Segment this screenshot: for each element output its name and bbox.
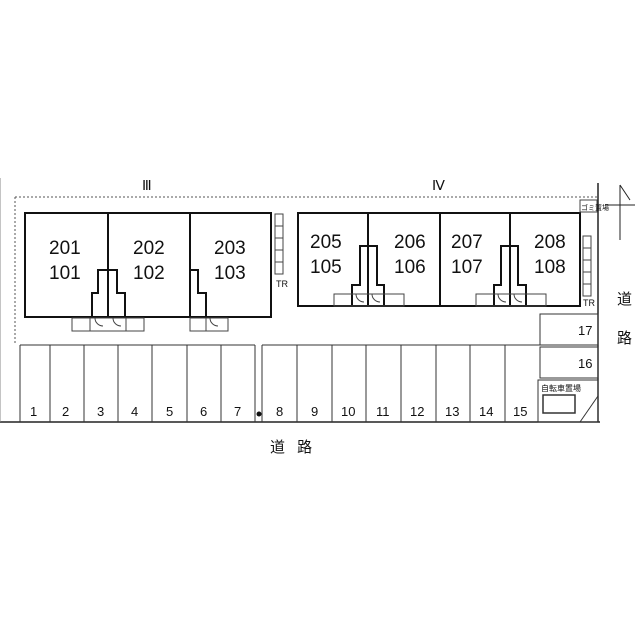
transformer-iv (582, 235, 592, 297)
stall-14: 14 (479, 404, 493, 419)
room-105: 105 (310, 257, 342, 278)
stall-11: 11 (376, 404, 390, 419)
stall-6: 6 (200, 404, 207, 419)
stall-9: 9 (311, 404, 318, 419)
north-arrow-icon (605, 184, 635, 240)
stall-17: 17 (578, 323, 592, 338)
bicycle-label: 自転車置場 (541, 383, 581, 393)
tr-label-iv: TR (583, 298, 595, 308)
road-label-bottom: 道 路 (270, 439, 316, 456)
room-203: 203 (214, 238, 246, 259)
room-106: 106 (394, 257, 426, 278)
room-103: 103 (214, 263, 246, 284)
entries-iii (91, 269, 207, 317)
road-label-right-top: 道 (617, 291, 632, 308)
stall-16: 16 (578, 356, 592, 371)
stall-15: 15 (513, 404, 527, 419)
stall-13: 13 (445, 404, 459, 419)
stall-4: 4 (131, 404, 138, 419)
room-108: 108 (534, 257, 566, 278)
garbage-label: ゴミ置場 (581, 203, 609, 212)
room-101: 101 (49, 263, 81, 284)
stall-5: 5 (166, 404, 173, 419)
room-201: 201 (49, 238, 81, 259)
stall-1: 1 (30, 404, 37, 419)
transformer-iii (274, 213, 284, 275)
porches-iii (71, 317, 229, 332)
room-205: 205 (310, 232, 342, 253)
porches-iv (333, 293, 547, 307)
marker-dot (256, 411, 262, 417)
stall-7: 7 (234, 404, 241, 419)
site-boundary (14, 196, 598, 345)
side-parking (539, 313, 599, 379)
tr-label-iii: TR (276, 279, 288, 289)
road-label-right-bottom: 路 (617, 330, 632, 347)
building-label-iv: Ⅳ (432, 179, 445, 194)
stall-3: 3 (97, 404, 104, 419)
stall-8: 8 (276, 404, 283, 419)
room-102: 102 (133, 263, 165, 284)
room-206: 206 (394, 232, 426, 253)
bicycle-area (537, 379, 599, 423)
stall-2: 2 (62, 404, 69, 419)
building-label-iii: Ⅲ (142, 179, 152, 194)
room-208: 208 (534, 232, 566, 253)
entries-iv (351, 245, 527, 306)
stall-12: 12 (410, 404, 424, 419)
garbage-area (579, 199, 598, 213)
room-207: 207 (451, 232, 483, 253)
stall-10: 10 (341, 404, 355, 419)
room-107: 107 (451, 257, 483, 278)
room-202: 202 (133, 238, 165, 259)
parking-bottom-lines (19, 344, 540, 422)
